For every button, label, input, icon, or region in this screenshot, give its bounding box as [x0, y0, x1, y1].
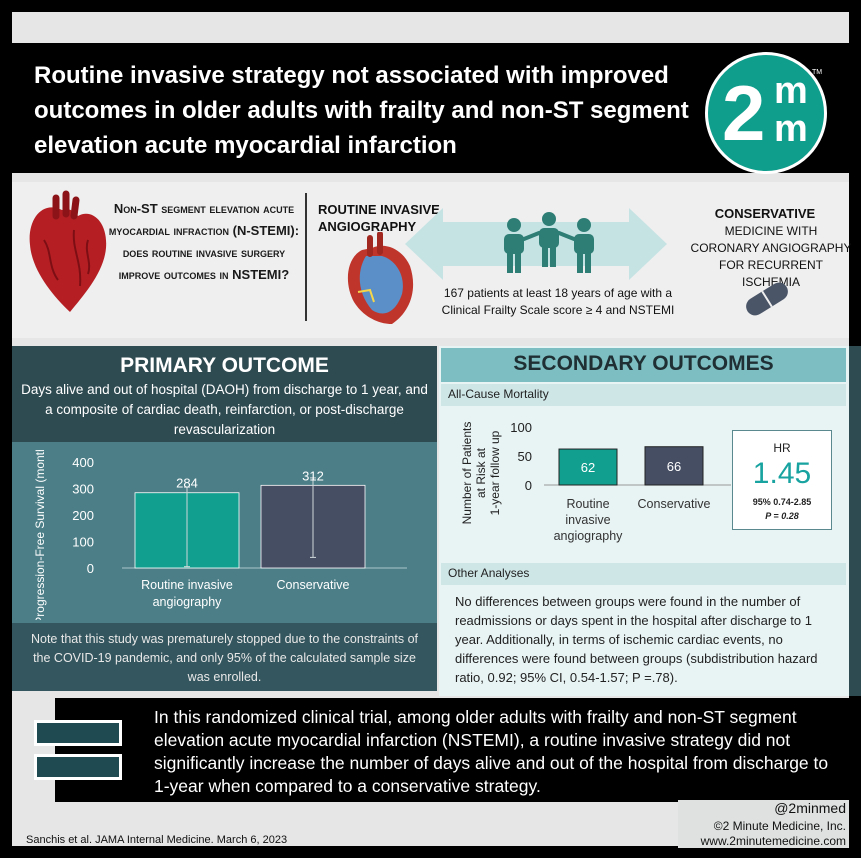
primary-outcome-note-box — [12, 623, 437, 691]
chart-y-tick-label: 400 — [72, 455, 94, 470]
primary-outcome-title: PRIMARY OUTCOME — [120, 354, 329, 377]
chart-y-tick-label: 100 — [72, 535, 94, 550]
primary-outcome-description: Days alive and out of hospital (DAOH) fr… — [21, 382, 428, 437]
primary-outcome-chart: Progression-Free Survival (months) 0 100 2… — [33, 450, 407, 620]
patient-population: 167 patients at least 18 years of age wi… — [441, 286, 675, 317]
conclusion-text: In this randomized clinical trial, among… — [154, 707, 829, 796]
chart-category-label: Conservative — [277, 578, 350, 592]
brand-logo: 2 m m TM — [705, 52, 827, 174]
chart-data-label: 66 — [667, 459, 681, 474]
chart-bar — [644, 446, 704, 486]
secondary-outcomes-header — [441, 348, 846, 382]
chart-y-tick-label: 50 — [518, 449, 532, 464]
other-analyses-label-bar — [441, 563, 846, 585]
website: www.2minutemedicine.com — [700, 834, 846, 848]
logo-trademark: TM — [812, 69, 823, 76]
heart-icon — [29, 190, 107, 312]
chart-bar — [558, 448, 618, 486]
chart-y-axis-label: Number of Patientsat Risk at1-year follo… — [460, 422, 502, 525]
chart-y-tick-label: 200 — [72, 508, 94, 523]
chart-data-label: 62 — [581, 460, 595, 475]
chart-category-label: Routine invasive — [141, 578, 233, 592]
chart-y-axis-label: Number of Patientsat Risk at1-year follo… — [460, 422, 502, 525]
other-analyses-text: No differences between groups were found… — [455, 594, 818, 685]
logo-m-bottom: m — [774, 108, 808, 150]
chart-category-label: invasive — [565, 513, 610, 527]
social-handle: @2minmed — [774, 800, 846, 816]
mortality-label-bar — [441, 384, 846, 406]
chart-data-label: 312 — [302, 468, 324, 483]
pill-icon — [746, 282, 788, 316]
other-analyses-label: Other Analyses — [448, 566, 530, 580]
brand-tag — [678, 800, 849, 848]
citation: Sanchis et al. JAMA Internal Medicine. M… — [26, 834, 288, 846]
panel-edge — [849, 346, 861, 696]
patients-group-icon — [504, 212, 594, 273]
hazard-ratio-ci: 95% 0.74-2.85 — [752, 497, 812, 507]
chart-category-label: angiography — [153, 595, 223, 609]
summary-icon-bar-top — [34, 720, 122, 746]
chart-y-tick-label: 0 — [87, 561, 94, 576]
invasive-arm-title: ROUTINE INVASIVE ANGIOGRAPHY — [318, 202, 440, 234]
study-limitation-note: Note that this study was prematurely sto… — [30, 632, 419, 684]
mortality-chart: Number of Patientsat Risk at1-year follo… — [460, 420, 731, 543]
conclusion-band — [55, 698, 849, 802]
chart-y-tick-label: 300 — [72, 482, 94, 497]
chart-category-label: Routine — [566, 497, 609, 511]
chart-y-tick-label: 100 — [510, 420, 532, 435]
hazard-ratio-box — [732, 430, 832, 530]
chart-data-label: 284 — [176, 476, 198, 491]
chart-y-tick-label: 0 — [525, 478, 532, 493]
hazard-ratio-value: 1.45 — [752, 457, 812, 490]
secondary-outcomes-title: SECONDARY OUTCOMES — [513, 352, 774, 375]
cardiac-angiography-icon — [347, 232, 414, 324]
double-arrow-icon — [405, 208, 667, 280]
primary-outcome-header — [12, 346, 437, 442]
chart-category-label: Conservative — [638, 497, 711, 511]
page-title: Routine invasive strategy not associated… — [34, 62, 689, 159]
research-question: Non-ST segment elevation acute myocardia… — [108, 201, 300, 282]
chart-category-label: angiography — [554, 529, 624, 543]
mortality-label: All-Cause Mortality — [448, 387, 549, 401]
conservative-arm-title: CONSERVATIVE — [714, 206, 816, 221]
conservative-arm-description: MEDICINE WITH CORONARY ANGIOGRAPHY FOR R… — [690, 224, 852, 289]
chart-y-axis-label: Progression-Free Survival (months) — [33, 450, 47, 620]
summary-icon-bar-bottom — [34, 754, 122, 780]
copyright: ©2 Minute Medicine, Inc. — [713, 819, 846, 833]
logo-m-top: m — [774, 70, 808, 112]
hazard-ratio-label: HR — [773, 441, 791, 455]
logo-two: 2 — [722, 69, 766, 157]
hazard-ratio-p-value: P = 0.28 — [765, 511, 799, 521]
section-divider — [305, 193, 307, 321]
